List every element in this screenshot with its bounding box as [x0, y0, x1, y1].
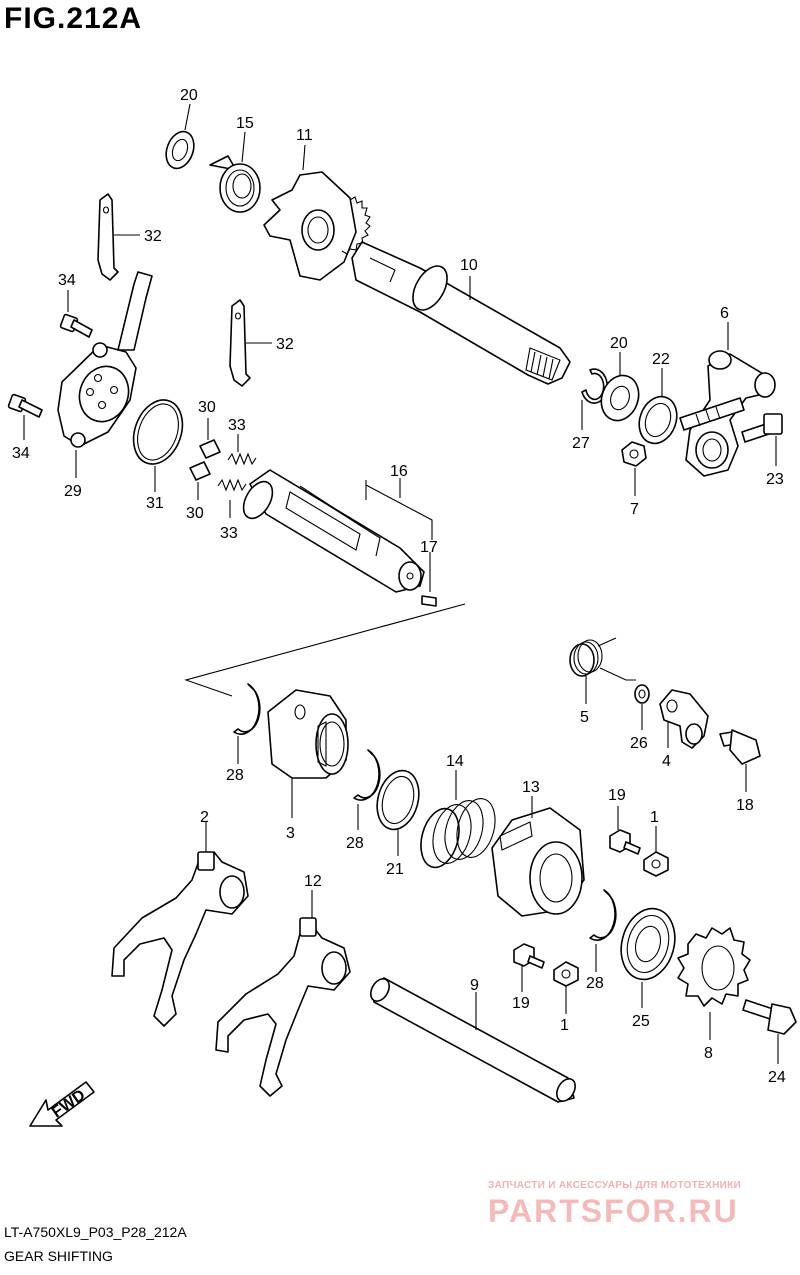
part-34-bolt-left	[7, 393, 43, 440]
callout-6: 6	[720, 305, 729, 322]
callout-28: 28	[586, 975, 604, 992]
part-14-coil-spring	[420, 770, 496, 869]
part-12-shift-fork	[215, 890, 351, 1097]
callout-32: 32	[144, 228, 162, 245]
part-6-gearshift-arm	[679, 322, 776, 477]
part-28-circlip-middle	[353, 749, 381, 830]
callout-21: 21	[386, 861, 404, 878]
callout-7: 7	[630, 501, 639, 518]
callout-33: 33	[220, 525, 238, 542]
part-23-bolt	[741, 413, 783, 466]
figure-code: LT-A750XL9_P03_P28_212A	[4, 1224, 187, 1240]
callout-9: 9	[470, 977, 479, 994]
callout-34: 34	[58, 272, 76, 289]
figure-name: GEAR SHIFTING	[4, 1248, 113, 1264]
callout-20: 20	[180, 87, 198, 104]
callout-15: 15	[236, 115, 254, 132]
part-21-washer	[376, 769, 420, 856]
part-19-bolt-upper	[609, 806, 641, 855]
callout-33: 33	[228, 417, 246, 434]
part-31-o-ring	[132, 399, 184, 492]
callout-30: 30	[198, 399, 216, 416]
callout-23: 23	[766, 471, 784, 488]
part-33-spring-lower	[217, 478, 247, 518]
callout-19: 19	[512, 995, 530, 1012]
callout-17: 17	[420, 539, 438, 556]
callout-28: 28	[346, 835, 364, 852]
callout-14: 14	[446, 753, 464, 770]
part-11-gearshift-cam	[263, 144, 371, 281]
callout-2: 2	[200, 809, 209, 826]
part-10-gearshift-shaft	[351, 241, 571, 385]
callout-3: 3	[286, 825, 295, 842]
part-32-clamp-lower	[229, 299, 272, 387]
callout-25: 25	[632, 1013, 650, 1030]
part-29-sensor-cover	[57, 271, 153, 478]
part-1-washer-lower	[553, 961, 579, 1014]
callout-16: 16	[390, 463, 408, 480]
callout-20: 20	[610, 335, 628, 352]
callout-24: 24	[768, 1069, 786, 1086]
part-20-washer-top	[165, 103, 195, 170]
watermark-tagline: ЗАПЧАСТИ И АКСЕССУАРЫ ДЛЯ МОТОТЕХНИКИ	[488, 1180, 741, 1191]
part-28-circlip-right	[589, 889, 617, 972]
part-27-circlip	[581, 368, 608, 430]
callout-4: 4	[662, 753, 671, 770]
callout-18: 18	[736, 797, 754, 814]
part-30-pin-lower	[189, 461, 211, 500]
callout-1: 1	[560, 1017, 569, 1034]
callout-1: 1	[650, 809, 659, 826]
callout-8: 8	[704, 1045, 713, 1062]
section-break-line	[184, 603, 466, 697]
callout-26: 26	[630, 735, 648, 752]
part-7-nut	[621, 441, 647, 496]
part-25-bearing	[620, 907, 676, 1008]
part-32-clamp-upper	[97, 193, 140, 281]
callout-19: 19	[608, 787, 626, 804]
part-33-spring-upper	[227, 434, 257, 466]
figure-title: FIG.212A	[4, 2, 143, 35]
callout-27: 27	[572, 435, 590, 452]
part-13-gearshift-pawl-holder	[491, 796, 585, 917]
part-22-oil-seal	[638, 368, 678, 445]
callout-10: 10	[460, 257, 478, 274]
callout-5: 5	[580, 709, 589, 726]
callout-labels: 20 15 11 32 10 34 32 6 20 22 30 33 27 34…	[12, 87, 786, 1086]
part-4-gearshift-cam-stopper	[659, 689, 709, 749]
fwd-arrow-icon: FWD	[29, 1081, 95, 1127]
callout-13: 13	[522, 779, 540, 796]
watermark-logo: PARTSFOR.RU	[488, 1193, 739, 1229]
part-20-washer-right	[600, 352, 640, 422]
part-26-washer	[634, 684, 650, 730]
part-16-shift-cam-drum	[242, 469, 433, 593]
callout-32: 32	[276, 336, 294, 353]
part-1-washer-upper	[643, 826, 669, 877]
part-30-pin-upper	[199, 418, 221, 459]
part-15-return-spring	[209, 131, 261, 213]
callout-12: 12	[304, 873, 322, 890]
part-34-bolt-top	[59, 290, 93, 338]
part-5-torsion-spring	[569, 637, 636, 704]
part-3-gearshift-cam-stopper	[267, 689, 349, 818]
callout-29: 29	[64, 483, 82, 500]
callout-11: 11	[296, 127, 313, 144]
part-17-pin	[421, 552, 437, 607]
part-8-gearshift-shaft-gear	[677, 927, 751, 1040]
callout-30: 30	[186, 505, 204, 522]
part-24-bolt	[742, 999, 797, 1064]
part-28-circlip-left	[233, 683, 261, 764]
callout-34: 34	[12, 445, 30, 462]
part-2-shift-fork	[111, 822, 249, 1027]
callout-22: 22	[652, 351, 670, 368]
callout-31: 31	[146, 495, 164, 512]
part-18-stopper-bolt	[719, 729, 761, 792]
part-19-bolt-lower	[513, 943, 545, 992]
part-9-fork-shaft	[370, 977, 576, 1103]
callout-28: 28	[226, 767, 244, 784]
